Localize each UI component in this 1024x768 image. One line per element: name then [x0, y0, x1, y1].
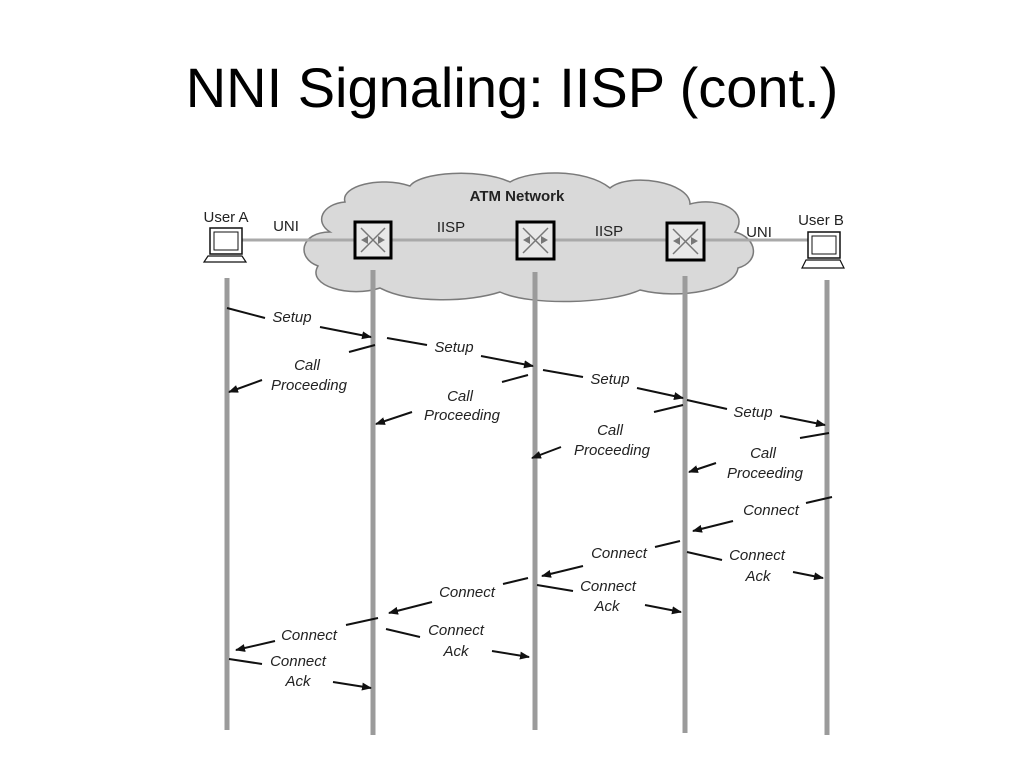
svg-text:Call: Call	[750, 445, 777, 462]
setup-message-1: Setup	[226, 307, 372, 340]
connect-ack-message-3: Connect Ack	[385, 622, 530, 660]
user-a-label: User A	[203, 209, 248, 226]
svg-text:Setup: Setup	[272, 309, 311, 326]
setup-message-2: Setup	[386, 337, 534, 369]
svg-text:Connect: Connect	[270, 653, 327, 670]
svg-text:Connect: Connect	[729, 547, 786, 564]
iisp-label-1: IISP	[437, 219, 465, 236]
setup-message-3: Setup	[542, 369, 684, 400]
svg-text:Call: Call	[294, 357, 321, 374]
svg-text:Setup: Setup	[590, 371, 629, 388]
connect-message-2: Connect	[541, 540, 681, 578]
svg-text:Proceeding: Proceeding	[574, 442, 651, 459]
svg-text:Ack: Ack	[744, 568, 772, 585]
network-label: ATM Network	[470, 188, 565, 205]
svg-text:Call: Call	[447, 388, 474, 405]
connect-message-3: Connect	[388, 577, 529, 615]
svg-text:Proceeding: Proceeding	[424, 407, 501, 424]
slide-title: NNI Signaling: IISP (cont.)	[185, 56, 839, 119]
user-a-terminal-icon	[202, 227, 248, 263]
connect-ack-message-1: Connect Ack	[686, 547, 824, 585]
svg-text:Setup: Setup	[434, 339, 473, 356]
call-proceeding-message-4: Call Proceeding	[688, 432, 830, 482]
svg-text:Call: Call	[597, 422, 624, 439]
connect-message-1: Connect	[692, 496, 833, 533]
connect-ack-message-2: Connect Ack	[536, 578, 682, 615]
svg-text:Connect: Connect	[591, 545, 648, 562]
user-b-label: User B	[798, 212, 844, 229]
svg-text:Connect: Connect	[580, 578, 637, 595]
svg-text:Ack: Ack	[284, 673, 312, 690]
svg-text:Connect: Connect	[281, 627, 338, 644]
svg-text:Connect: Connect	[743, 502, 800, 519]
call-proceeding-message-1: Call Proceeding	[228, 344, 376, 394]
svg-text:Proceeding: Proceeding	[271, 377, 348, 394]
svg-text:Setup: Setup	[733, 404, 772, 421]
uni-label-left: UNI	[273, 218, 299, 235]
iisp-label-2: IISP	[595, 223, 623, 240]
user-b-terminal-icon	[801, 231, 845, 269]
setup-message-4: Setup	[686, 399, 826, 428]
call-proceeding-message-2: Call Proceeding	[375, 374, 529, 425]
svg-text:Ack: Ack	[442, 643, 470, 660]
svg-text:Connect: Connect	[439, 584, 496, 601]
switch-3-icon	[665, 221, 706, 262]
call-proceeding-message-3: Call Proceeding	[531, 404, 684, 459]
svg-text:Proceeding: Proceeding	[727, 465, 804, 482]
connect-message-4: Connect	[235, 617, 379, 652]
switch-1-icon	[353, 220, 393, 260]
switch-2-icon	[515, 220, 556, 261]
svg-text:Ack: Ack	[593, 598, 621, 615]
svg-text:Connect: Connect	[428, 622, 485, 639]
uni-label-right: UNI	[746, 224, 772, 241]
connect-ack-message-4: Connect Ack	[228, 653, 372, 691]
